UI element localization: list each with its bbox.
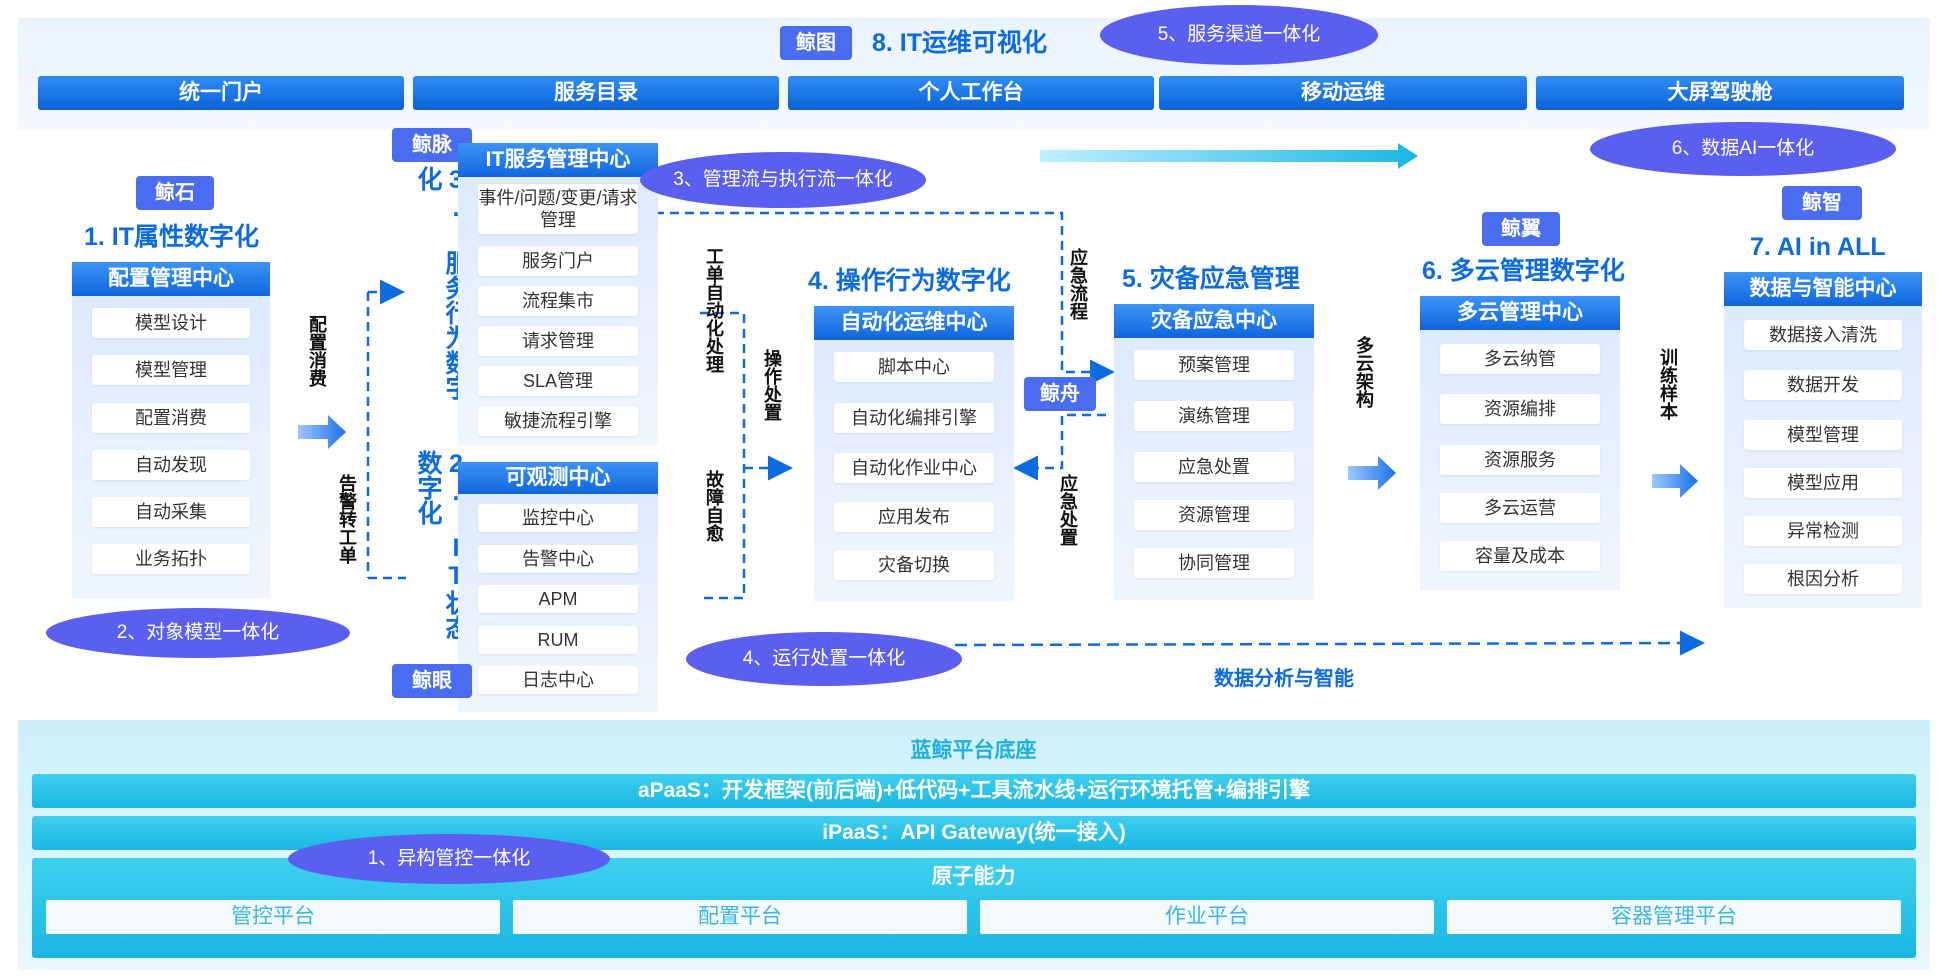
- bar-mobile-ops[interactable]: 移动运维: [1159, 76, 1527, 110]
- item-multicloud-ops[interactable]: 多云运营: [1440, 493, 1600, 523]
- top-visualization-band: [18, 18, 1930, 130]
- item-config-consume[interactable]: 配置消费: [92, 403, 250, 433]
- ellipse-run-handle: 4、运行处置一体化: [686, 632, 962, 686]
- item-drill-mgmt[interactable]: 演练管理: [1134, 401, 1294, 431]
- item-rum[interactable]: RUM: [478, 626, 638, 654]
- item-model-apply[interactable]: 模型应用: [1744, 468, 1902, 498]
- observability-header: 可观测中心: [458, 462, 658, 494]
- item-data-ingest[interactable]: 数据接入清洗: [1744, 320, 1902, 350]
- item-anomaly-detect[interactable]: 异常检测: [1744, 516, 1902, 546]
- bar-service-catalog[interactable]: 服务目录: [413, 76, 779, 110]
- label-config-consume: 配置消费: [307, 315, 327, 387]
- item-model-mgmt[interactable]: 模型管理: [92, 355, 250, 385]
- sec6-title: 6. 多云管理数字化: [1422, 257, 1625, 285]
- item-apm[interactable]: APM: [478, 585, 638, 613]
- label-train-sample: 训练样本: [1658, 348, 1678, 420]
- item-service-portal[interactable]: 服务门户: [478, 246, 638, 276]
- atomic-title: 原子能力: [931, 865, 1016, 888]
- item-alarm-center[interactable]: 告警中心: [478, 545, 638, 573]
- item-app-release[interactable]: 应用发布: [834, 502, 994, 532]
- label-data-analysis: 数据分析与智能: [1214, 668, 1354, 690]
- sec1-title: 1. IT属性数字化: [84, 223, 260, 251]
- item-event-problem[interactable]: 事件/问题/变更/请求管理: [478, 184, 638, 234]
- dashed-emergency-handle: [1013, 413, 1106, 481]
- bar-personal-workbench[interactable]: 个人工作台: [788, 76, 1154, 110]
- label-fault-heal: 故障自愈: [704, 470, 724, 542]
- item-root-cause[interactable]: 根因分析: [1744, 564, 1902, 594]
- ellipse-heterogeneous: 1、异构管控一体化: [288, 834, 610, 884]
- ellipse-mgmt-exec: 3、管理流与执行流一体化: [640, 152, 926, 208]
- item-job-center[interactable]: 自动化作业中心: [834, 453, 994, 483]
- ellipse-object-model: 2、对象模型一体化: [46, 608, 350, 658]
- apaas-bar[interactable]: aPaaS：开发框架(前后端)+低代码+工具流水线+运行环境托管+编排引擎: [32, 774, 1916, 808]
- item-auto-discover[interactable]: 自动发现: [92, 450, 250, 480]
- item-process-market[interactable]: 流程集市: [478, 286, 638, 316]
- item-orch-engine[interactable]: 自动化编排引擎: [834, 403, 994, 433]
- tag-jingtu: 鲸图: [780, 26, 852, 60]
- item-collab-mgmt[interactable]: 协同管理: [1134, 548, 1294, 578]
- sec5-title: 5. 灾备应急管理: [1122, 265, 1300, 293]
- item-script-center[interactable]: 脚本中心: [834, 352, 994, 382]
- sec2-vtitle: 2. IT状态数字化: [414, 450, 470, 640]
- tag-jingzhou: 鲸舟: [1024, 377, 1096, 411]
- sec7-title: 7. AI in ALL: [1750, 233, 1886, 261]
- sec4-title: 4. 操作行为数字化: [808, 267, 1011, 295]
- arrow-multicloud-right: [1348, 456, 1396, 490]
- item-auto-collect[interactable]: 自动采集: [92, 497, 250, 527]
- disaster-header: 灾备应急中心: [1114, 304, 1314, 338]
- label-op-handle: 操作处置: [762, 349, 782, 421]
- platform-config[interactable]: 配置平台: [513, 900, 967, 934]
- label-multicloud-arch: 多云架构: [1354, 336, 1374, 408]
- item-biz-topology[interactable]: 业务拓扑: [92, 544, 250, 574]
- tag-jingyi: 鲸翼: [1482, 212, 1560, 246]
- tag-jingshi: 鲸石: [136, 176, 214, 210]
- label-emerg-handle: 应急处置: [1058, 474, 1078, 546]
- platform-control[interactable]: 管控平台: [46, 900, 500, 934]
- item-resource-mgmt[interactable]: 资源管理: [1134, 500, 1294, 530]
- item-model-mgmt-ai[interactable]: 模型管理: [1744, 420, 1902, 450]
- dashed-data-analysis: [954, 630, 1705, 656]
- ellipse-service-channel: 5、服务渠道一体化: [1100, 5, 1378, 65]
- item-model-design[interactable]: 模型设计: [92, 308, 250, 338]
- item-plan-mgmt[interactable]: 预案管理: [1134, 350, 1294, 380]
- item-capacity-cost[interactable]: 容量及成本: [1440, 541, 1600, 571]
- item-request-mgmt[interactable]: 请求管理: [478, 326, 638, 356]
- item-log-center[interactable]: 日志中心: [478, 666, 638, 694]
- item-resource-orch[interactable]: 资源编排: [1440, 394, 1600, 424]
- item-multicloud-manage[interactable]: 多云纳管: [1440, 344, 1600, 374]
- automation-header: 自动化运维中心: [814, 306, 1014, 340]
- tag-jingyan: 鲸眼: [392, 664, 472, 698]
- tag-jingzhi: 鲸智: [1782, 186, 1862, 220]
- item-dr-switch[interactable]: 灾备切换: [834, 550, 994, 580]
- bar-unified-portal[interactable]: 统一门户: [38, 76, 404, 110]
- ellipse-data-ai: 6、数据AI一体化: [1590, 122, 1896, 176]
- visualization-title: 8. IT运维可视化: [872, 29, 1048, 57]
- dashed-config-bracket: [366, 279, 406, 580]
- platform-job[interactable]: 作业平台: [980, 900, 1434, 934]
- dashed-ticket-bracket: [700, 311, 793, 600]
- dashed-itsm-emergency: [655, 211, 1115, 385]
- arrow-config-right: [298, 415, 346, 449]
- item-resource-service[interactable]: 资源服务: [1440, 445, 1600, 475]
- item-sla-mgmt[interactable]: SLA管理: [478, 366, 638, 396]
- data-intel-header: 数据与智能中心: [1724, 272, 1922, 306]
- itsm-header: IT服务管理中心: [458, 143, 658, 177]
- platform-title: 蓝鲸平台底座: [910, 739, 1037, 762]
- label-ticket-auto: 工单自动化处理: [704, 247, 724, 373]
- multicloud-header: 多云管理中心: [1420, 296, 1620, 330]
- cyan-arrow: [1040, 143, 1418, 169]
- label-emerg-flow: 应急流程: [1068, 248, 1088, 320]
- item-monitor-center[interactable]: 监控中心: [478, 504, 638, 532]
- bar-big-screen[interactable]: 大屏驾驶舱: [1536, 76, 1904, 110]
- config-mgmt-header: 配置管理中心: [72, 262, 270, 296]
- platform-container[interactable]: 容器管理平台: [1447, 900, 1901, 934]
- arrow-train-right: [1652, 464, 1698, 498]
- item-emergency-handle[interactable]: 应急处置: [1134, 452, 1294, 482]
- label-alarm-ticket: 告警转工单: [337, 474, 357, 564]
- item-data-dev[interactable]: 数据开发: [1744, 370, 1902, 400]
- item-agile-engine[interactable]: 敏捷流程引擎: [478, 406, 638, 436]
